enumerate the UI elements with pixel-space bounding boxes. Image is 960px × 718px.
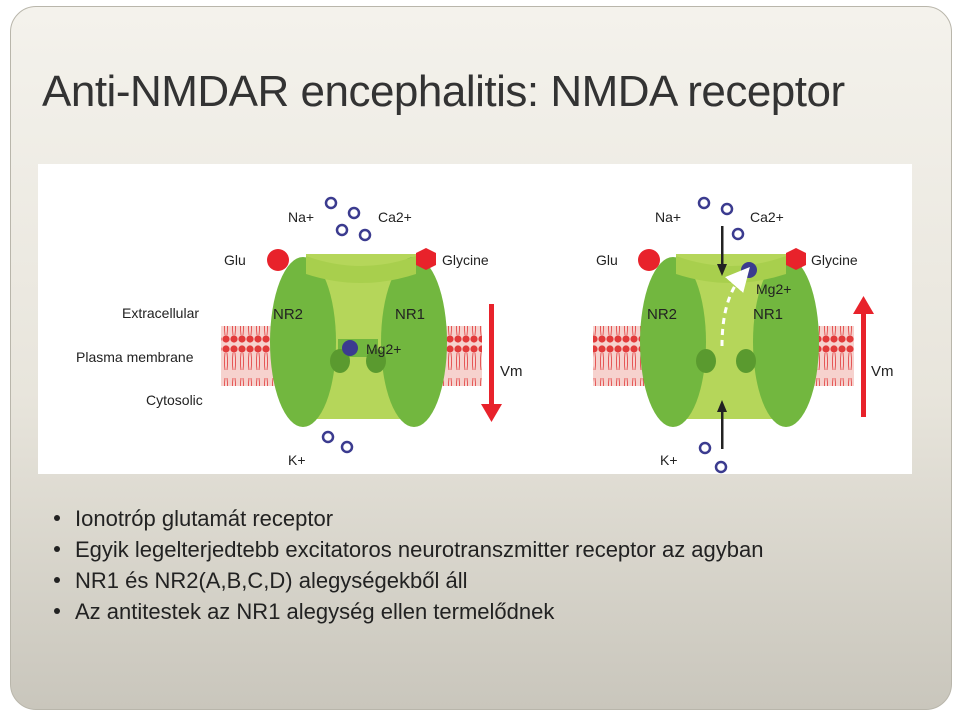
glycine-ligand bbox=[416, 248, 436, 270]
na-label: Na+ bbox=[655, 209, 681, 225]
glu-label: Glu bbox=[224, 252, 246, 268]
glu-ligand bbox=[267, 249, 289, 271]
na-label: Na+ bbox=[288, 209, 314, 225]
mg-label: Mg2+ bbox=[756, 281, 791, 297]
nmda-receptor-figure: Extracellular Plasma membrane Cytosolic bbox=[38, 164, 912, 474]
ion-circle bbox=[714, 460, 728, 474]
ion-circle bbox=[731, 227, 745, 241]
vm-arrow-up bbox=[853, 296, 874, 417]
ion-circle bbox=[698, 441, 712, 455]
ion-circle bbox=[697, 196, 711, 210]
panel-closed: Glu Glycine NR2 NR1 Mg2+ Na+ Ca2+ K+ bbox=[221, 196, 523, 468]
label-cytosolic: Cytosolic bbox=[146, 392, 203, 408]
bullet-list: Ionotróp glutamát receptor Egyik legelte… bbox=[51, 503, 911, 627]
mg-exit-arrow bbox=[720, 266, 750, 347]
vm-label: Vm bbox=[500, 363, 523, 380]
label-plasma-membrane: Plasma membrane bbox=[76, 349, 194, 365]
receptor-open bbox=[640, 254, 819, 427]
vm-label: Vm bbox=[871, 363, 894, 380]
glu-label: Glu bbox=[596, 252, 618, 268]
nr2-label: NR2 bbox=[273, 306, 303, 323]
mg-label: Mg2+ bbox=[366, 341, 401, 357]
membrane-left bbox=[221, 326, 277, 386]
nr1-label: NR1 bbox=[395, 306, 425, 323]
ion-circle bbox=[347, 206, 361, 220]
ion-circle bbox=[324, 196, 338, 210]
membrane-left bbox=[593, 326, 649, 386]
ion-circle bbox=[720, 202, 734, 216]
ion-circle bbox=[358, 228, 372, 242]
glu-ligand bbox=[638, 249, 660, 271]
label-extracellular: Extracellular bbox=[122, 305, 199, 321]
influx-arrow bbox=[717, 226, 727, 276]
ion-circle bbox=[321, 430, 335, 444]
glycine-ligand bbox=[786, 248, 806, 270]
mg-ion bbox=[342, 340, 358, 356]
bullet-item: Ionotróp glutamát receptor bbox=[51, 503, 911, 534]
ca-label: Ca2+ bbox=[750, 209, 784, 225]
nr1-label: NR1 bbox=[753, 306, 783, 323]
glycine-label: Glycine bbox=[811, 252, 858, 268]
ca-label: Ca2+ bbox=[378, 209, 412, 225]
bullet-item: Az antitestek az NR1 alegység ellen term… bbox=[51, 596, 911, 627]
ion-circle bbox=[340, 440, 354, 454]
bullet-item: NR1 és NR2(A,B,C,D) alegységekből áll bbox=[51, 565, 911, 596]
panel-open: Glu Glycine NR2 NR1 Mg2+ Na+ Ca2 bbox=[593, 196, 894, 474]
efflux-arrow bbox=[717, 400, 727, 449]
ion-circle bbox=[335, 223, 349, 237]
k-label: K+ bbox=[660, 452, 678, 468]
slide: Anti-NMDAR encephalitis: NMDA receptor E… bbox=[10, 6, 952, 710]
glycine-label: Glycine bbox=[442, 252, 489, 268]
bullet-item: Egyik legelterjedtebb excitatoros neurot… bbox=[51, 534, 911, 565]
slide-title: Anti-NMDAR encephalitis: NMDA receptor bbox=[42, 67, 845, 116]
mg-ion bbox=[741, 262, 757, 278]
receptor-closed bbox=[270, 254, 447, 427]
nr2-label: NR2 bbox=[647, 306, 677, 323]
vm-arrow-down bbox=[481, 304, 502, 422]
k-label: K+ bbox=[288, 452, 306, 468]
